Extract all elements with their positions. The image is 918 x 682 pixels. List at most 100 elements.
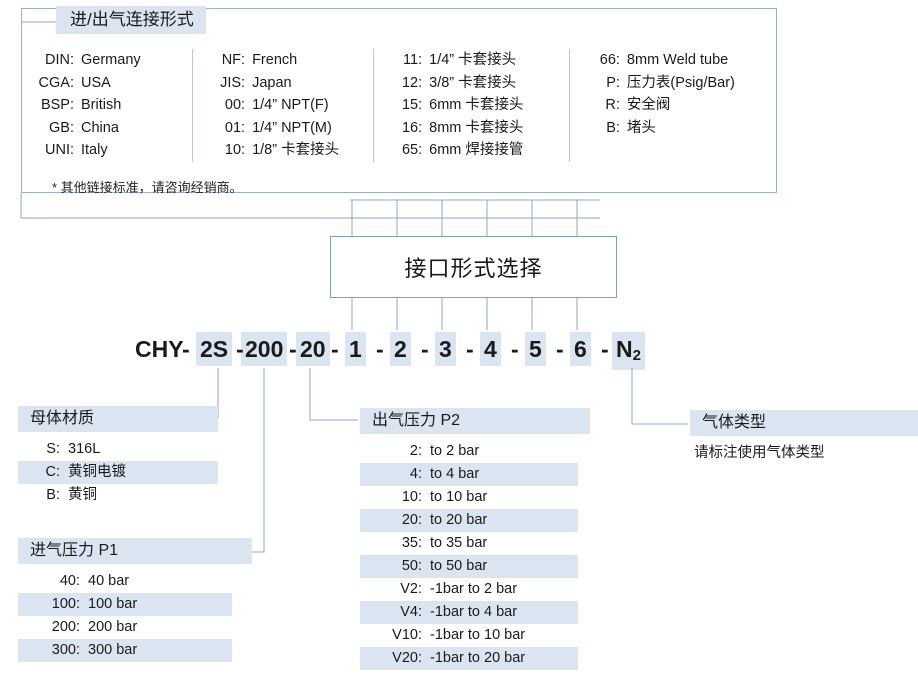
part-number-separator-3: -	[289, 336, 297, 362]
part-number-segment-4: 20	[296, 332, 330, 366]
inlet-pressure-row-value: 300 bar	[88, 642, 138, 658]
outlet-pressure-row: V20: -1bar to 20 bar	[360, 647, 578, 670]
legend-item: B:堵头	[594, 117, 776, 140]
legend-item-code: P:	[606, 74, 620, 91]
panel-inlet-pressure-title: 进气压力 P1	[18, 538, 252, 564]
outlet-pressure-row-value: -1bar to 10 bar	[430, 627, 526, 643]
legend-item-desc: Japan	[252, 74, 292, 91]
legend-item: 01:1/4” NPT(M)	[211, 117, 373, 140]
part-number-separator-7: -	[466, 336, 474, 362]
legend-item: GB:China	[30, 117, 192, 140]
outlet-pressure-row-code: V4:	[400, 604, 422, 620]
part-number-segment-2: 2S	[196, 332, 233, 366]
outlet-pressure-row-code: 10:	[401, 489, 422, 505]
outlet-pressure-row: 4: to 4 bar	[360, 463, 578, 486]
part-number-separator-9: -	[556, 336, 564, 362]
inlet-pressure-row: 40: 40 bar	[18, 570, 232, 593]
outlet-pressure-row-value: to 4 bar	[430, 466, 480, 482]
material-row-code: C:	[45, 464, 61, 480]
legend-item: CGA: USA	[30, 72, 192, 95]
legend-item: 66:8mm Weld tube	[594, 49, 776, 72]
panel-material-title: 母体材质	[18, 406, 218, 432]
part-number-separator-6: -	[421, 336, 429, 362]
panel-inlet-pressure: 进气压力 P1 40: 40 bar 100:100 bar 200: 200 bar 3…	[18, 538, 252, 662]
legend-item-desc: Germany	[81, 52, 141, 68]
part-number-separator-10: -	[601, 336, 609, 362]
inlet-pressure-row-value: 100 bar	[88, 596, 138, 612]
inlet-pressure-row: 300: 300 bar	[18, 639, 232, 662]
outlet-pressure-row: V10: -1bar to 10 bar	[360, 624, 578, 647]
legend-item: 65:6mm 焊接接管	[394, 139, 569, 162]
legend-item-desc: China	[81, 119, 119, 136]
legend-item-desc: British	[81, 97, 122, 113]
material-row: S:316L	[18, 438, 218, 461]
part-number-segment-6: 2	[390, 332, 411, 366]
inlet-pressure-row-code: 40:	[59, 573, 80, 589]
outlet-pressure-row-code: 50:	[401, 558, 422, 574]
inlet-pressure-row: 100:100 bar	[18, 593, 232, 616]
material-row-code: B:	[46, 487, 60, 503]
part-number-segment-5: 1	[345, 332, 366, 366]
outlet-pressure-row: 10: to 10 bar	[360, 486, 578, 509]
outlet-pressure-row-code: 4:	[409, 466, 422, 482]
legend-item-code: UNI:	[45, 142, 74, 158]
outlet-pressure-row: V4:-1bar to 4 bar	[360, 601, 578, 624]
legend-item: P: 压力表(Psig/Bar)	[594, 72, 776, 95]
outlet-pressure-row-value: to 2 bar	[430, 443, 480, 459]
legend-item-code: 11:	[403, 52, 423, 68]
part-number-segment-8: 4	[480, 332, 501, 366]
material-row: C:黄铜电镀	[18, 461, 218, 484]
inlet-pressure-row-value: 200 bar	[88, 619, 138, 635]
part-number-separator-5: -	[376, 336, 384, 362]
inlet-pressure-row-code: 200:	[51, 619, 80, 635]
outlet-pressure-row: 20:to 20 bar	[360, 509, 578, 532]
outlet-pressure-row-value: to 35 bar	[430, 535, 488, 551]
legend-item-desc: 堵头	[626, 119, 656, 136]
interface-selection-box: 接口形式选择	[330, 236, 617, 298]
legend-item: 12:3/8” 卡套接头	[394, 72, 569, 95]
part-number-separator-4: -	[331, 336, 339, 362]
outlet-pressure-row: 35:to 35 bar	[360, 532, 578, 555]
legend-item: DIN: Germany	[30, 49, 192, 72]
inlet-pressure-row-code: 300:	[51, 642, 80, 658]
outlet-pressure-row-value: to 10 bar	[430, 489, 488, 505]
part-number-segment-9: 5	[525, 332, 546, 366]
legend-item-code: 15:	[401, 97, 423, 113]
legend-item-desc: 压力表(Psig/Bar)	[626, 74, 735, 91]
legend-footnote: * 其他链接标准，请咨询经销商。	[52, 180, 243, 195]
legend-item: 10:1/8” 卡套接头	[211, 139, 373, 162]
legend-item-code: CGA:	[38, 74, 74, 91]
legend-item-code: R:	[605, 97, 620, 113]
legend-item-desc: 3/8” 卡套接头	[429, 74, 517, 91]
legend-item-code: JIS:	[220, 74, 246, 91]
legend-item-desc: 1/4” 卡套接头	[429, 52, 517, 68]
legend-item-code: 10:	[224, 142, 246, 158]
legend-item-desc: 安全阀	[626, 97, 671, 113]
outlet-pressure-row-value: -1bar to 20 bar	[430, 650, 526, 666]
legend-item: 15:6mm 卡套接头	[394, 94, 569, 117]
outlet-pressure-row-code: V20:	[392, 650, 422, 666]
outlet-pressure-row-code: V10:	[392, 627, 422, 643]
part-number-separator-1: -	[182, 336, 190, 362]
legend-item-code: 01:	[224, 119, 246, 136]
material-row-value: 316L	[68, 441, 101, 457]
panel-gas-type-title: 气体类型	[690, 410, 918, 436]
legend-item: BSP:British	[30, 94, 192, 117]
legend-item-desc: USA	[81, 74, 111, 91]
legend-item-desc: 1/4” NPT(F)	[252, 97, 329, 113]
material-row: B:黄铜	[18, 484, 218, 507]
inlet-pressure-row-value: 40 bar	[88, 573, 130, 589]
part-number-segment-3: 200	[241, 332, 288, 366]
legend-item-code: DIN:	[45, 52, 74, 68]
part-number-segment-10: 6	[570, 332, 591, 366]
outlet-pressure-row: 50:to 50 bar	[360, 555, 578, 578]
